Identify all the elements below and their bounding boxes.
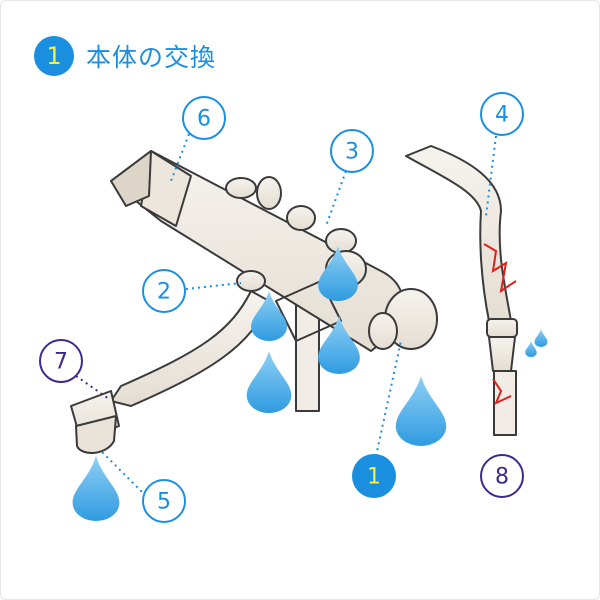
callout-label: 2 bbox=[157, 280, 171, 305]
water-drop-icon bbox=[246, 351, 292, 414]
callout-label: 7 bbox=[54, 350, 68, 375]
step-badge: 1 bbox=[34, 36, 74, 76]
leader-lines bbox=[75, 133, 497, 497]
callout-4: 4 bbox=[480, 92, 524, 136]
callout-label: 6 bbox=[197, 107, 211, 132]
callout-1: 1 bbox=[352, 454, 396, 498]
callout-label: 5 bbox=[157, 490, 171, 515]
callout-label: 8 bbox=[495, 465, 509, 490]
callout-2: 2 bbox=[142, 269, 186, 313]
callout-5: 5 bbox=[142, 479, 186, 523]
water-drop-icon bbox=[318, 246, 358, 302]
water-drop-icon bbox=[251, 291, 287, 342]
callouts: 6 3 4 2 7 5 1 8 bbox=[39, 92, 524, 523]
title-text: 本体の交換 bbox=[86, 43, 217, 72]
faucet-body bbox=[70, 145, 518, 454]
callout-label: 4 bbox=[495, 103, 509, 128]
water-drop-icon bbox=[72, 456, 120, 522]
callout-8: 8 bbox=[480, 454, 524, 498]
callout-6: 6 bbox=[182, 96, 226, 140]
callout-3: 3 bbox=[330, 129, 374, 173]
callout-label: 3 bbox=[345, 140, 359, 165]
callout-7: 7 bbox=[39, 339, 83, 383]
water-drops bbox=[72, 246, 548, 522]
section-title: 1 本体の交換 bbox=[34, 36, 216, 76]
water-drop-icon bbox=[395, 376, 447, 447]
callout-label: 1 bbox=[367, 465, 381, 490]
water-drop-icon bbox=[318, 316, 360, 375]
water-drop-icon bbox=[534, 329, 548, 348]
water-drop-icon bbox=[525, 341, 537, 358]
crack-marks bbox=[483, 243, 517, 405]
